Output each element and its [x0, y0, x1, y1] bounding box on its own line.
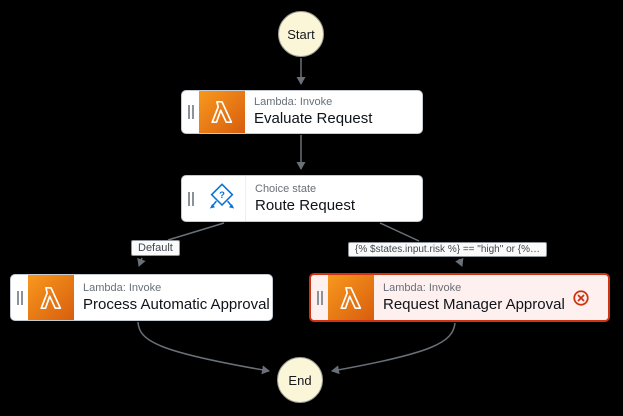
- state-evaluate-request[interactable]: Lambda: Invoke Evaluate Request: [181, 90, 423, 134]
- state-type-label: Choice state: [255, 182, 317, 195]
- drag-handle-icon[interactable]: [311, 275, 328, 320]
- drag-handle-icon[interactable]: [182, 91, 199, 133]
- state-request-manager-approval[interactable]: Lambda: Invoke Request Manager Approval: [309, 273, 610, 322]
- drag-handle-icon[interactable]: [182, 176, 199, 221]
- end-node-label: End: [288, 372, 312, 388]
- drag-handle-icon[interactable]: [11, 275, 28, 320]
- state-type-label: Lambda: Invoke: [254, 96, 333, 109]
- state-name: Request Manager Approval: [383, 295, 565, 313]
- error-status-icon: [572, 289, 590, 307]
- svg-text:?: ?: [219, 190, 225, 201]
- state-type-label: Lambda: Invoke: [83, 281, 162, 294]
- edge-label-default: Default: [131, 240, 180, 256]
- state-name: Evaluate Request: [254, 110, 373, 128]
- start-node-label: Start: [287, 26, 315, 42]
- lambda-icon: [328, 275, 374, 320]
- state-name: Process Automatic Approval: [83, 295, 270, 313]
- end-node: End: [277, 357, 323, 403]
- state-name: Route Request: [255, 196, 356, 214]
- edge-label-condition: {% $states.input.risk %} == "high" or {%…: [348, 242, 547, 257]
- start-node: Start: [278, 11, 324, 57]
- state-type-label: Lambda: Invoke: [383, 281, 462, 294]
- lambda-icon: [28, 275, 74, 320]
- state-route-request[interactable]: ? Choice state Route Request: [181, 175, 423, 222]
- lambda-icon: [199, 91, 245, 133]
- choice-icon: ?: [199, 176, 246, 221]
- state-process-automatic-approval[interactable]: Lambda: Invoke Process Automatic Approva…: [10, 274, 273, 321]
